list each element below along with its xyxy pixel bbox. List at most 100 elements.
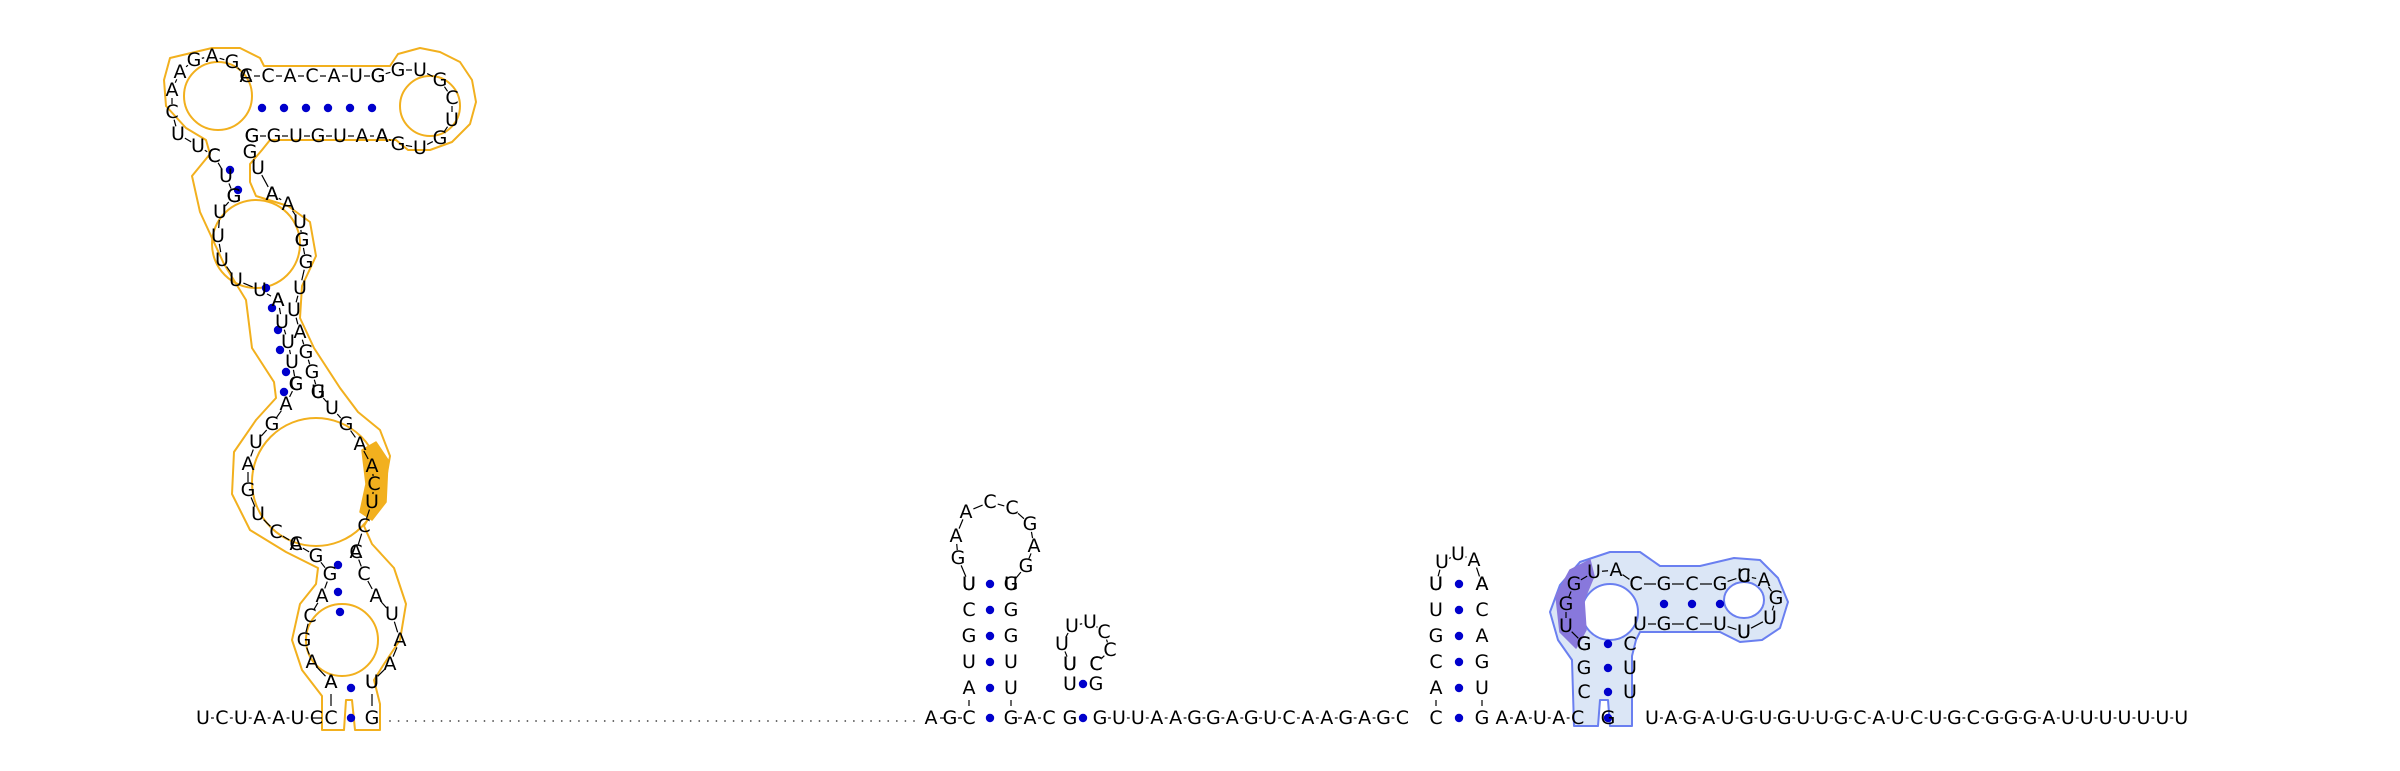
backbone-link <box>201 57 205 59</box>
loop-base: U <box>253 279 267 301</box>
gap-dot <box>784 720 787 722</box>
stem-base: G <box>371 65 386 87</box>
backbone-link <box>1475 567 1481 577</box>
base-pair-dot <box>275 345 285 355</box>
backbone-link <box>1580 575 1588 581</box>
gap-dot <box>432 720 434 722</box>
backbone-link <box>313 379 317 385</box>
backbone-link <box>1079 623 1083 625</box>
backbone-link <box>388 139 392 141</box>
loop-base: U <box>962 573 976 595</box>
gap-dot <box>758 720 761 722</box>
base-pair-dot <box>1454 713 1464 723</box>
base-pair-dot <box>367 103 377 113</box>
loop-base: C <box>207 145 220 167</box>
orange-highlight-outline <box>163 47 477 731</box>
gap-dot <box>861 720 864 722</box>
loop-base: U <box>293 211 307 233</box>
gap-dot <box>595 720 598 722</box>
backbone-link <box>237 67 241 71</box>
backbone-links <box>171 57 2174 722</box>
loop-base: G <box>187 49 202 71</box>
stem-base: U <box>287 299 301 321</box>
loop-base: G <box>225 51 240 73</box>
loop-base: G <box>1023 513 1038 535</box>
loop-base: A <box>950 525 963 547</box>
loop-base: C <box>445 87 458 109</box>
loop-base: U <box>1435 551 1449 573</box>
loop-base: G <box>1019 555 1034 577</box>
three-prime-tail-base: U <box>2099 707 2113 729</box>
orange-highlight-fill <box>359 441 389 521</box>
three-prime-tail-base: U <box>1929 707 1943 729</box>
base-pair-dot <box>279 103 289 113</box>
loop-base: U <box>1559 615 1573 637</box>
strand-base: A <box>1496 707 1509 729</box>
backbone-link <box>1771 605 1775 611</box>
three-prime-tail-base: A <box>1872 707 1885 729</box>
stem-base: U <box>289 125 303 147</box>
loop-base: U <box>211 225 225 247</box>
gap-dot <box>801 720 804 722</box>
stem-base: A <box>1476 573 1489 595</box>
backbone-link <box>219 57 225 61</box>
loop-base: A <box>174 61 187 83</box>
strand-base: G <box>943 707 958 729</box>
loop-base: C <box>1103 639 1116 661</box>
stem-base: C <box>324 707 337 729</box>
loop-base: A <box>166 79 179 101</box>
loop-base: G <box>391 133 406 155</box>
loop-base: C <box>357 563 370 585</box>
backbone-link <box>1101 655 1105 659</box>
loop-base: G <box>371 65 386 87</box>
gap-dot <box>483 720 486 722</box>
loop-base: A <box>1468 549 1481 571</box>
gap-dot <box>749 720 752 722</box>
gap-dot <box>913 720 915 722</box>
blue-loop-outline <box>1723 581 1765 619</box>
five-prime-tail-base: U <box>291 707 305 729</box>
gap-dot <box>638 720 641 722</box>
gap-dot <box>827 720 829 722</box>
stem-base: A <box>356 125 369 147</box>
loop-base: G <box>309 545 324 567</box>
gap-dot <box>895 720 898 722</box>
backbone-link <box>1750 621 1764 629</box>
stem-base: C <box>1475 599 1488 621</box>
loop-base: A <box>1476 573 1489 595</box>
loop-base: U <box>1737 621 1751 643</box>
backbone-link <box>307 359 311 365</box>
stem-base: G <box>227 185 242 207</box>
backbone-link <box>260 429 268 437</box>
base-pair-dot <box>1603 639 1613 649</box>
strand-base: G <box>1244 707 1259 729</box>
stem-base: A <box>284 65 297 87</box>
five-prime-tail-base: A <box>253 707 266 729</box>
gap-dot <box>466 720 469 722</box>
loop-base: C <box>289 533 302 555</box>
backbone-link <box>377 669 385 677</box>
base-pair-dot <box>281 367 291 377</box>
gap-dot <box>389 720 391 722</box>
three-prime-tail-base: U <box>1815 707 1829 729</box>
gap-dot <box>509 720 512 722</box>
stem-base: U <box>962 651 976 673</box>
backbone-link <box>426 73 434 77</box>
three-prime-tail-base: U <box>1796 707 1810 729</box>
gap-dot <box>526 720 529 722</box>
base-pair-dot <box>279 387 289 397</box>
stem-base: U <box>1063 653 1077 675</box>
loop-base: A <box>266 183 279 205</box>
loop-base: U <box>229 269 243 291</box>
stem-base: G <box>243 141 258 163</box>
backbone-link <box>385 71 391 75</box>
three-prime-tail-base: U <box>2118 707 2132 729</box>
loop-base: C <box>303 605 316 627</box>
base-pair-dot <box>1454 605 1464 615</box>
loop-base: G <box>1769 587 1784 609</box>
three-prime-tail-base: A <box>1702 707 1715 729</box>
gap-dot <box>715 720 718 722</box>
stem-base: A <box>294 321 307 343</box>
base-pair-dot <box>985 657 995 667</box>
